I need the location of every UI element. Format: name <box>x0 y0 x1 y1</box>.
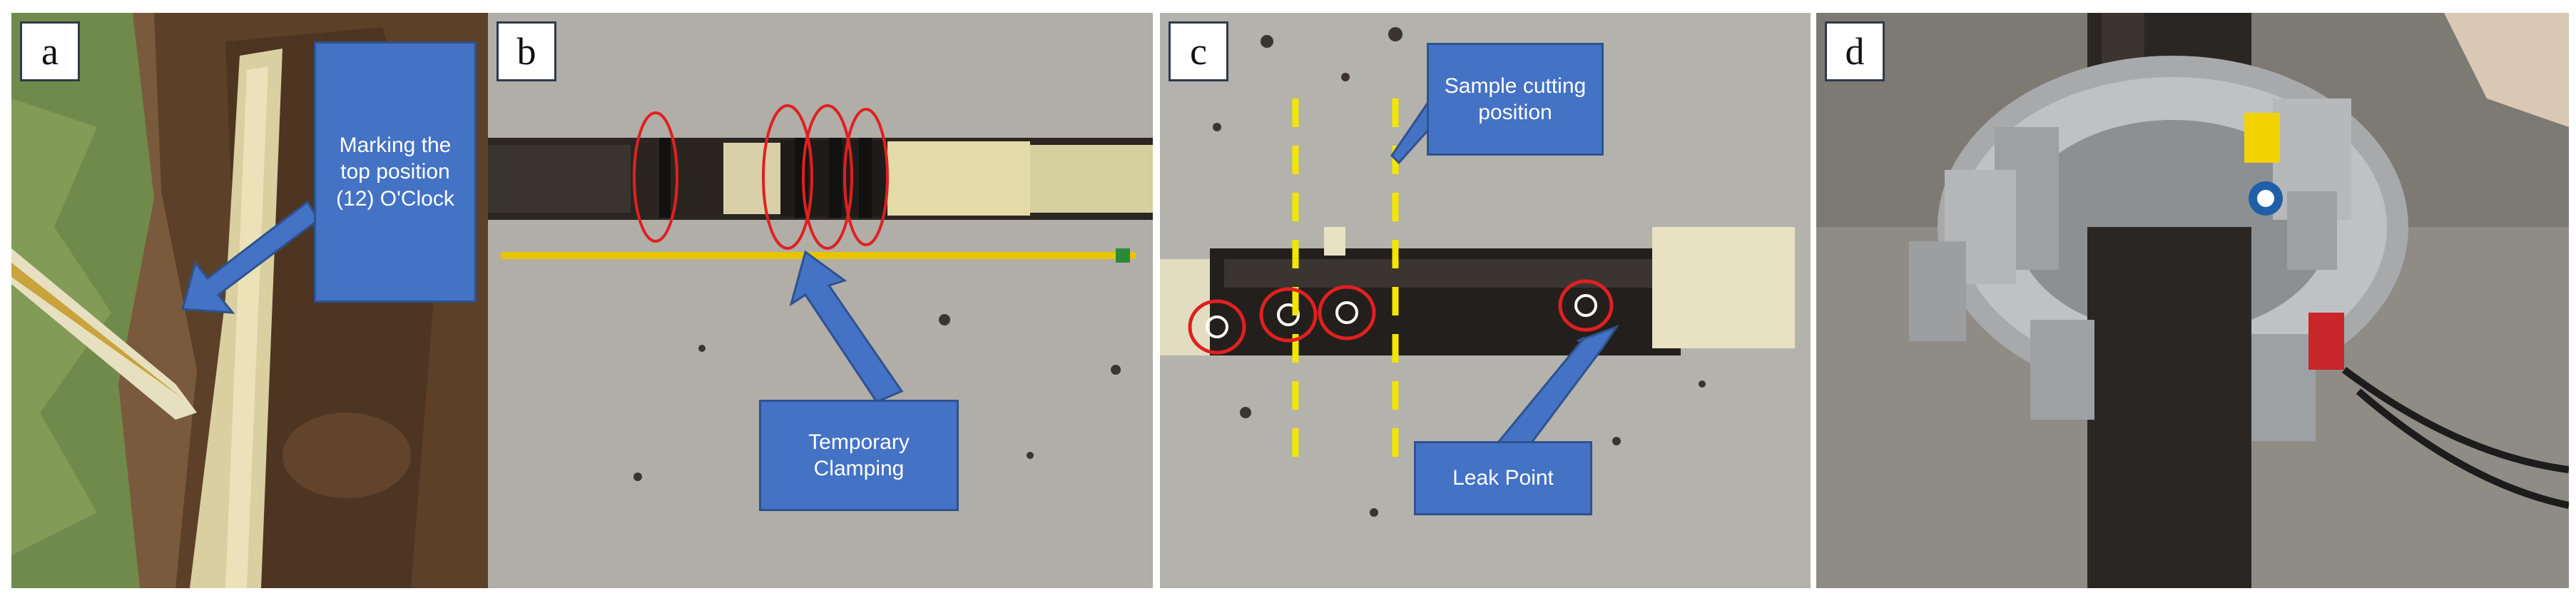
callout-top-position: Marking the top position (12) O'Clock <box>314 41 477 303</box>
pipe-cutting-machine-photo <box>1816 13 2569 588</box>
callout-leak-point: Leak Point <box>1414 441 1592 515</box>
callout-sample-cutting-position: Sample cutting position <box>1427 43 1604 156</box>
panel-a-photo: a Marking the top position (12) O'Clock <box>11 13 488 588</box>
panel-letter-c: c <box>1169 21 1228 81</box>
panel-letter-d: d <box>1825 21 1885 81</box>
panel-letter-a: a <box>20 21 80 81</box>
panel-b-photo: b Temporary Clamping <box>488 13 1153 588</box>
panel-letter-b: b <box>497 21 556 81</box>
panel-d-photo: d <box>1816 13 2569 588</box>
panel-c-photo: c Sample cutting position Leak Point <box>1160 13 1811 588</box>
callout-temporary-clamping: Temporary Clamping <box>759 400 959 511</box>
